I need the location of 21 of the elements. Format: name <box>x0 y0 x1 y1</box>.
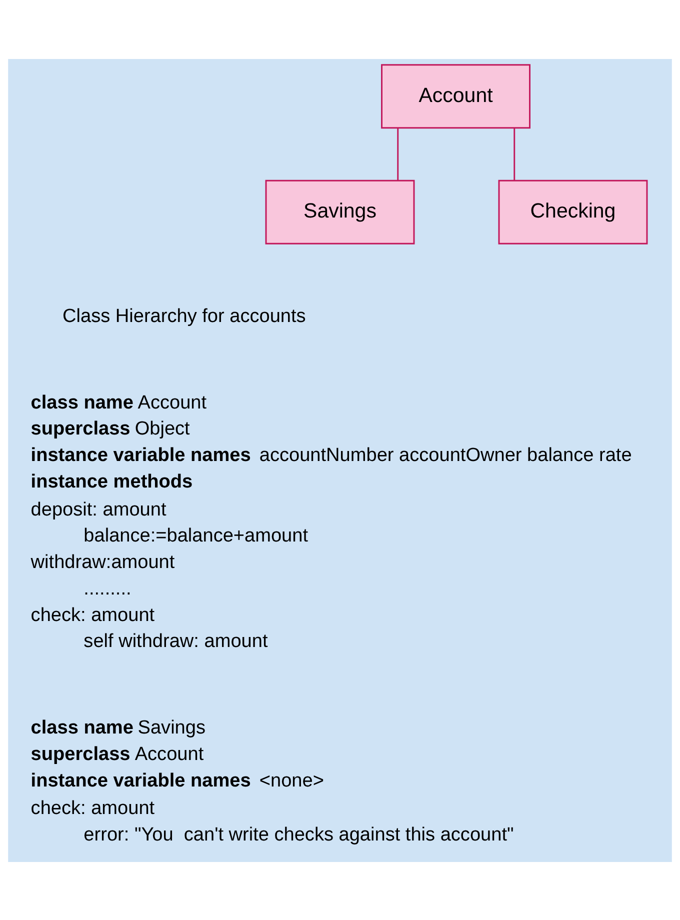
label: self withdraw: amount <box>84 630 268 652</box>
node-box: Account <box>381 64 530 128</box>
connector <box>397 128 399 180</box>
label: withdraw:amount <box>30 552 175 573</box>
label: superclass Object <box>30 418 190 440</box>
label: check: amount <box>30 798 155 819</box>
label: Class Hierarchy for accounts <box>62 305 306 326</box>
label: class name Savings <box>30 717 206 738</box>
node-box: Savings <box>265 179 415 244</box>
label: class name Account <box>30 392 207 413</box>
label: balance:=balance+amount <box>84 525 308 546</box>
label: instance variable names <none> <box>30 770 324 791</box>
node-box: Checking <box>498 179 648 244</box>
connector <box>514 128 516 180</box>
label: error: "You can't write checks against this account" <box>84 824 514 846</box>
label: superclass Account <box>30 744 204 765</box>
label: check: amount <box>30 604 155 626</box>
label: instance variable names accountNumber accountOwner balance rate <box>30 444 632 466</box>
label: deposit: amount <box>30 498 166 520</box>
label: ......... <box>84 578 132 599</box>
label: instance methods <box>30 470 193 492</box>
